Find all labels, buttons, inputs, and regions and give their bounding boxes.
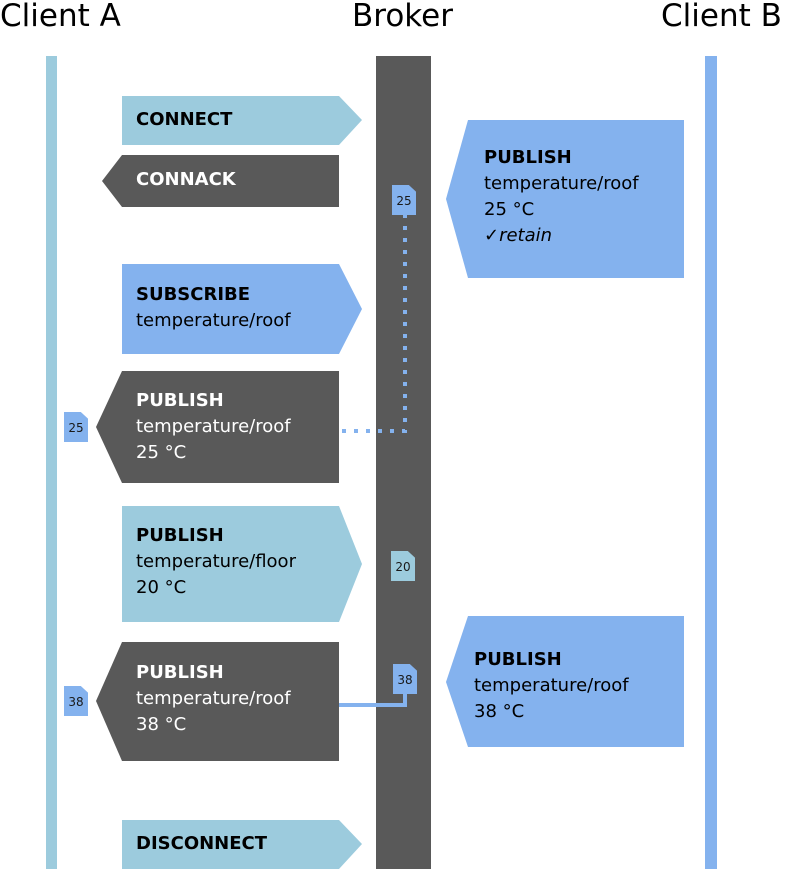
publish-retain-title: PUBLISH	[484, 147, 572, 168]
publish-retain-flag: ✓retain	[484, 225, 553, 246]
publish-floor-value: 20 °C	[136, 577, 187, 598]
publish-retain-value: 25 °C	[484, 199, 535, 220]
publish-retain-message: PUBLISH temperature/roof 25 °C ✓retain	[446, 120, 684, 278]
broker-stored-38-icon: 38	[393, 664, 417, 694]
publish-retain-topic: temperature/roof	[484, 173, 639, 194]
broker-stored-38-label: 38	[397, 673, 413, 687]
connack-title: CONNACK	[136, 169, 236, 190]
publish-38-message: PUBLISH temperature/roof 38 °C	[446, 616, 684, 747]
client-b-label: Client B	[661, 0, 782, 34]
publish-38-topic: temperature/roof	[474, 675, 629, 696]
publish-floor-title: PUBLISH	[136, 525, 224, 546]
broker-stored-20-label: 20	[395, 560, 411, 574]
broker-stored-25-icon: 25	[392, 185, 416, 215]
connack-message: CONNACK	[102, 155, 339, 207]
client-a-lifeline	[46, 56, 57, 869]
publish-38-title: PUBLISH	[474, 649, 562, 670]
client-a-received-38-label: 38	[68, 695, 84, 709]
client-a-received-38-icon: 38	[64, 686, 88, 716]
connect-title: CONNECT	[136, 109, 233, 130]
broker-label: Broker	[352, 0, 453, 34]
publish-to-client-a-25: PUBLISH temperature/roof 25 °C	[96, 371, 339, 483]
client-a-label: Client A	[0, 0, 121, 34]
publish-to-client-a-38: PUBLISH temperature/roof 38 °C	[96, 642, 339, 761]
publish-to-a-38-title: PUBLISH	[136, 662, 224, 683]
publish-to-a-38-value: 38 °C	[136, 714, 187, 735]
retained-dotted-path	[338, 214, 407, 433]
publish-to-a-25-title: PUBLISH	[136, 390, 224, 411]
publish-to-a-25-value: 25 °C	[136, 442, 187, 463]
subscribe-title: SUBSCRIBE	[136, 284, 251, 305]
publish-to-a-38-topic: temperature/roof	[136, 688, 291, 709]
disconnect-message: DISCONNECT	[122, 820, 362, 869]
subscribe-message: SUBSCRIBE temperature/roof	[122, 264, 362, 354]
publish-38-value: 38 °C	[474, 701, 525, 722]
connect-message: CONNECT	[122, 96, 362, 145]
publish-floor-message: PUBLISH temperature/floor 20 °C	[122, 506, 362, 622]
client-a-received-25-label: 25	[68, 421, 84, 435]
publish-to-a-25-topic: temperature/roof	[136, 416, 291, 437]
publish-floor-topic: temperature/floor	[136, 551, 296, 572]
broker-stored-25-label: 25	[396, 194, 412, 208]
broker-stored-20-icon: 20	[391, 551, 415, 581]
disconnect-title: DISCONNECT	[136, 833, 268, 854]
client-b-lifeline	[705, 56, 717, 869]
subscribe-topic: temperature/roof	[136, 310, 291, 331]
client-a-received-25-icon: 25	[64, 412, 88, 442]
